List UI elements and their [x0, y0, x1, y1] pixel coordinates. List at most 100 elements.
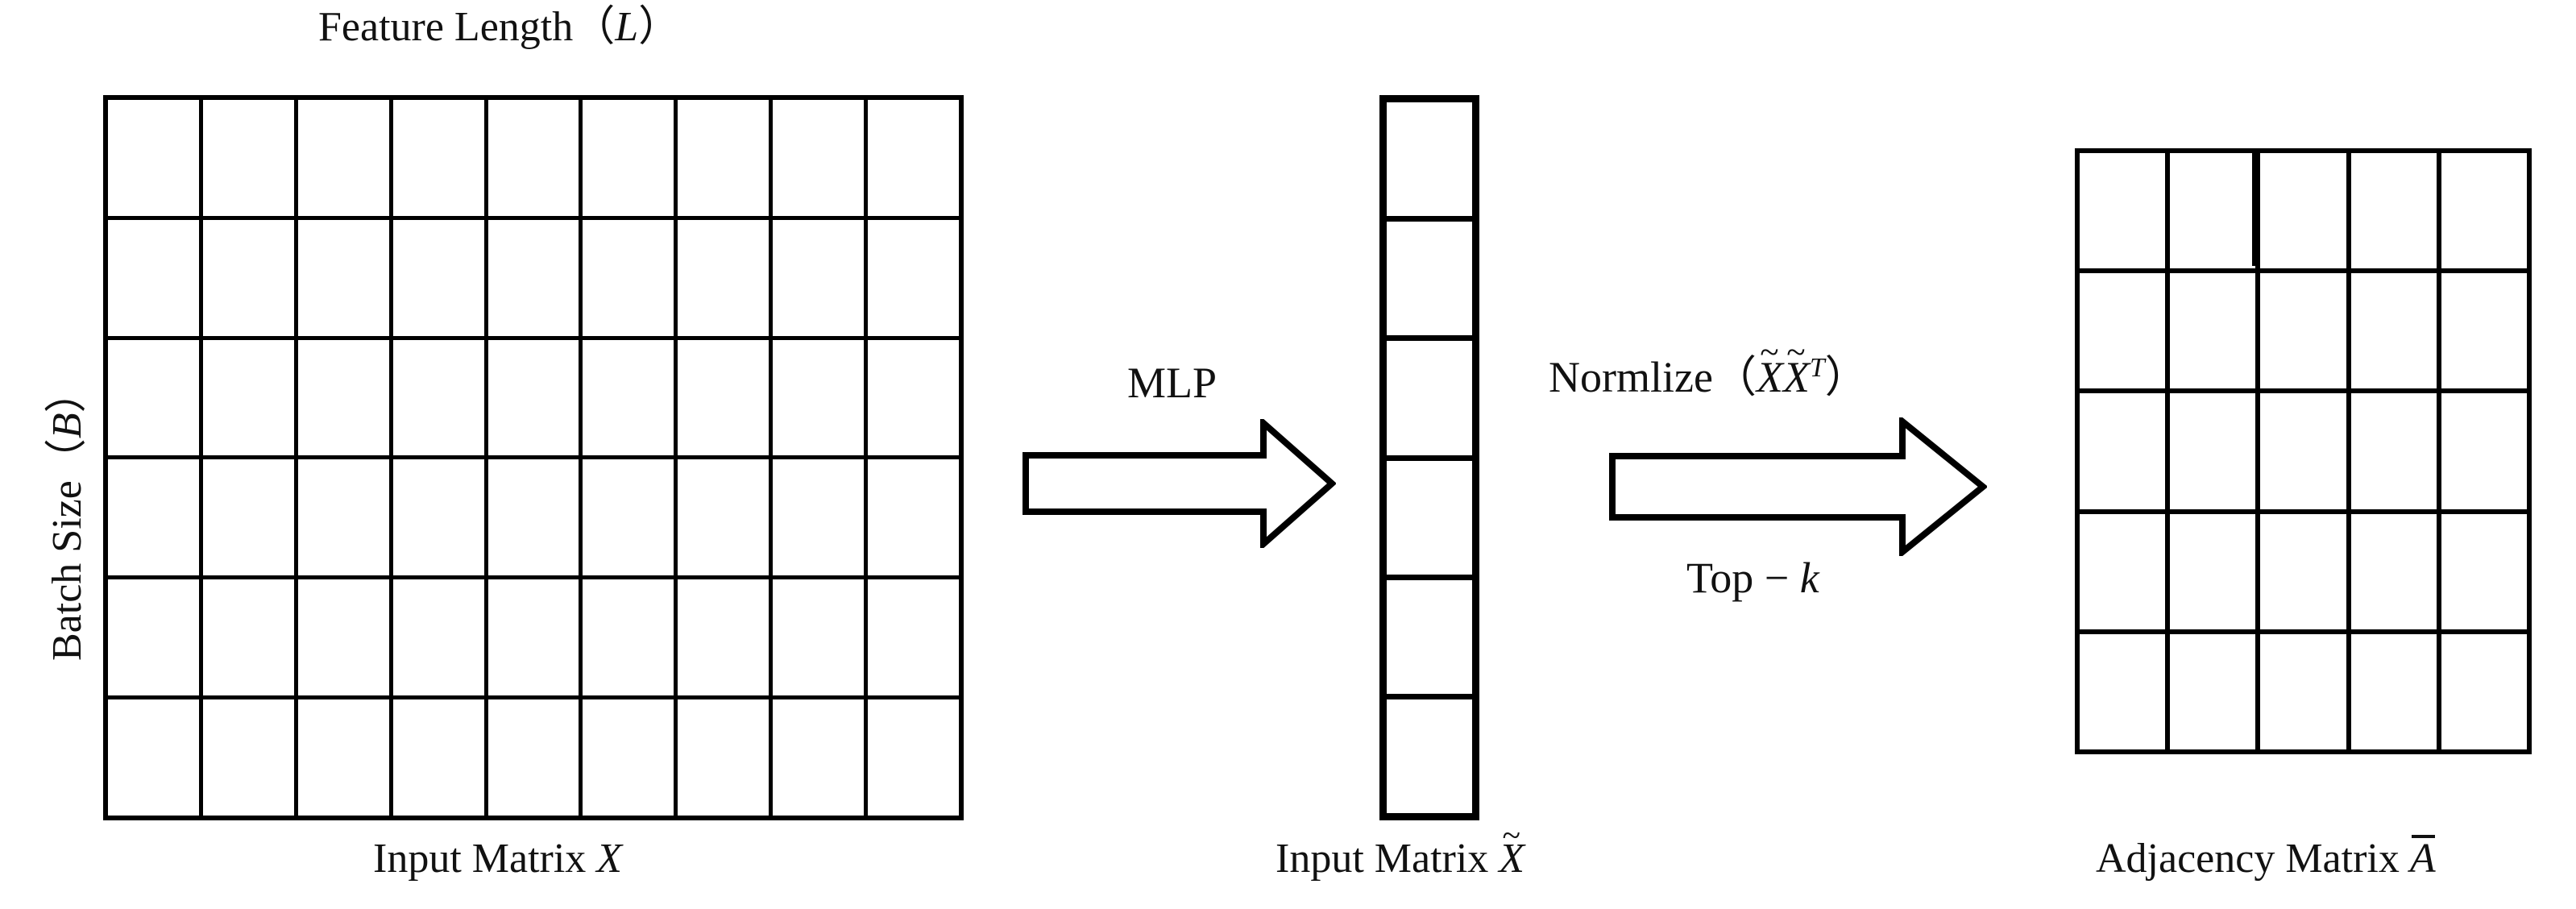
normalize-label-text: Normlize: [1549, 353, 1713, 401]
matrix-cell: [108, 219, 199, 336]
matrix-cell: [678, 699, 769, 816]
matrix-cell: [583, 579, 674, 696]
adjacency-cell: [2080, 273, 2166, 389]
feature-length-axis-label: Feature Length（L）: [318, 6, 680, 48]
matrix-cell: [108, 459, 199, 576]
matrix-cell: [202, 579, 294, 696]
mlp-arrow-icon: [1023, 419, 1336, 548]
adjacency-cell: [2260, 393, 2346, 509]
adjacency-cell: [2441, 633, 2527, 749]
topk-symbol: k: [1799, 554, 1819, 602]
matrix-cell: [297, 459, 389, 576]
adjacency-cell: [2350, 153, 2437, 269]
matrix-cell: [868, 459, 959, 576]
matrix-cell: [297, 579, 389, 696]
topk-prefix: Top: [1686, 554, 1754, 602]
matrix-cell: [678, 339, 769, 456]
matrix-cell: [773, 459, 865, 576]
batch-size-paren-open: （: [44, 438, 90, 481]
matrix-cell: [202, 219, 294, 336]
matrix-cell: [583, 339, 674, 456]
matrix-cell: [678, 459, 769, 576]
adjacency-cell: [2441, 513, 2527, 629]
matrix-cell: [392, 579, 484, 696]
normalize-expr-x2: X: [1783, 355, 1810, 399]
matrix-cell: [773, 339, 865, 456]
matrix-cell: [487, 699, 579, 816]
matrix-cell: [868, 219, 959, 336]
matrix-cell: [202, 699, 294, 816]
feature-length-paren-open: （: [573, 4, 616, 50]
topk-minus: −: [1764, 554, 1790, 602]
normalize-expr-x1: X: [1757, 355, 1783, 399]
matrix-cell: [773, 699, 865, 816]
adjacency-cell: [2350, 273, 2437, 389]
matrix-cell: [487, 339, 579, 456]
mlp-arrow-label: MLP: [1127, 361, 1217, 405]
input-vector-grid: [1379, 95, 1479, 820]
matrix-cell: [773, 100, 865, 216]
normalize-paren-close: ）: [1824, 353, 1869, 401]
input-matrix-caption: Input Matrix X: [373, 838, 622, 880]
adjacency-cell: [2260, 273, 2346, 389]
input-vector-caption-symbol: X: [1499, 838, 1524, 880]
matrix-cell: [392, 219, 484, 336]
matrix-cell: [868, 579, 959, 696]
vector-cell: [1387, 699, 1472, 813]
matrix-cell: [297, 219, 389, 336]
adjacency-cell: [2170, 273, 2256, 389]
matrix-cell: [583, 100, 674, 216]
matrix-cell: [487, 579, 579, 696]
adjacency-cell: [2170, 633, 2256, 749]
adjacency-cell: [2080, 153, 2166, 269]
normalize-arrow-label-below: Top − k: [1686, 556, 1819, 600]
matrix-cell: [108, 339, 199, 456]
matrix-cell: [773, 579, 865, 696]
adjacency-cell: [2080, 513, 2166, 629]
adjacency-cell: [2441, 273, 2527, 389]
input-matrix-caption-symbol: X: [596, 836, 623, 882]
matrix-cell: [487, 459, 579, 576]
matrix-cell: [392, 339, 484, 456]
matrix-cell: [773, 219, 865, 336]
adjacency-cell: [2260, 153, 2346, 269]
matrix-cell: [297, 100, 389, 216]
adjacency-cell: [2350, 513, 2437, 629]
input-matrix-grid: [103, 95, 964, 820]
matrix-cell: [487, 219, 579, 336]
matrix-cell: [583, 459, 674, 576]
adjacency-cell: [2080, 633, 2166, 749]
normalize-expr-transpose: T: [1809, 353, 1825, 383]
matrix-cell: [392, 699, 484, 816]
matrix-cell: [202, 339, 294, 456]
adjacency-caption-text: Adjacency Matrix: [2096, 836, 2400, 882]
matrix-cell: [297, 339, 389, 456]
vector-cell: [1387, 222, 1472, 336]
adjacency-caption-symbol: A: [2409, 835, 2436, 882]
vector-cell: [1387, 102, 1472, 217]
adjacency-cell: [2170, 153, 2256, 269]
input-vector-caption: Input Matrix X: [1276, 838, 1524, 880]
input-matrix-caption-text: Input Matrix: [373, 836, 587, 882]
adjacency-cell: [2350, 633, 2437, 749]
matrix-cell: [487, 100, 579, 216]
mlp-label-text: MLP: [1127, 359, 1217, 407]
matrix-cell: [583, 219, 674, 336]
matrix-cell: [868, 699, 959, 816]
matrix-cell: [202, 459, 294, 576]
batch-size-text: Batch Size: [44, 480, 90, 661]
feature-length-paren-close: ）: [638, 4, 681, 50]
matrix-cell: [678, 100, 769, 216]
adjacency-cell: [2260, 513, 2346, 629]
adjacency-cell: [2080, 393, 2166, 509]
adjacency-cell: [2260, 633, 2346, 749]
matrix-cell: [108, 100, 199, 216]
matrix-cell: [868, 339, 959, 456]
matrix-cell: [678, 579, 769, 696]
matrix-cell: [392, 100, 484, 216]
adjacency-thick-divider: [2252, 153, 2259, 266]
adjacency-cell: [2441, 393, 2527, 509]
normalize-paren-open: （: [1712, 353, 1757, 401]
matrix-cell: [678, 219, 769, 336]
